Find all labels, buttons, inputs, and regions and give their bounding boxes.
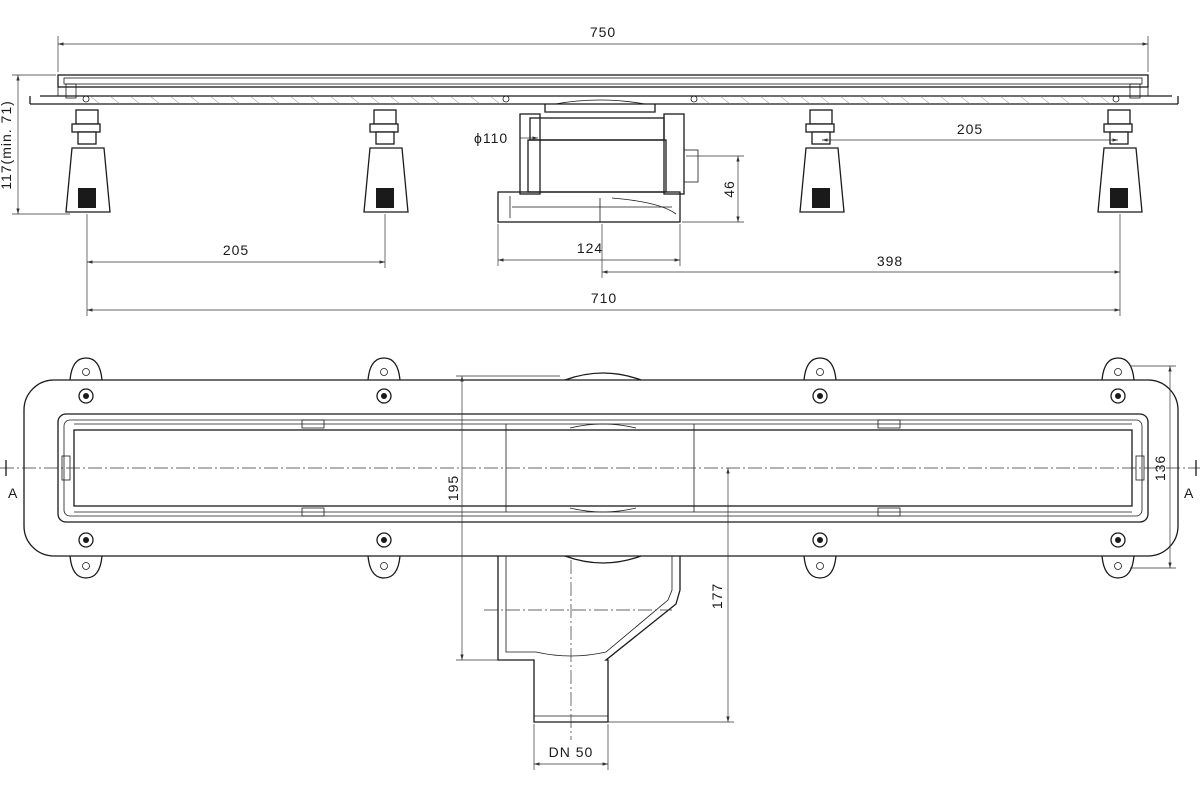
dim-outlet-diameter-label: ϕ110 [474, 130, 508, 146]
dim-foot-span-label: 710 [591, 290, 617, 306]
dim-outlet-depth: 177 [608, 468, 734, 723]
outlet-siphon [497, 99, 699, 223]
section-marker-left: A [5, 460, 18, 501]
dim-height-label: 117(min. 71) [0, 100, 14, 190]
dim-total-width: 195 [445, 375, 560, 661]
dim-outlet-pipe: DN 50 [533, 724, 609, 770]
dim-foot-span: 710 [87, 290, 1120, 312]
dim-outlet-depth-label: 177 [709, 583, 725, 609]
dim-overall-length: 750 [57, 24, 1149, 72]
section-marker-right: A [1184, 460, 1197, 501]
dim-outlet-diameter: ϕ110 [474, 130, 538, 146]
mounting-tab-8 [1101, 532, 1135, 579]
plan-view: A A 195 177 136 [0, 357, 1200, 770]
dim-foot-spacing-right-label: 205 [957, 121, 983, 137]
section-marker-left-label: A [8, 485, 18, 501]
dim-overall-length-label: 750 [590, 24, 616, 40]
dim-foot-spacing-left-label: 205 [223, 242, 249, 258]
dim-outlet-offset: 398 [601, 214, 1121, 316]
dim-outlet-height-label: 46 [721, 180, 737, 198]
mounting-tab-7 [803, 532, 837, 579]
mounting-tab-6 [367, 532, 401, 579]
mounting-tab-5 [69, 532, 103, 579]
mounting-tab-1 [69, 357, 103, 404]
foot-1 [65, 109, 111, 213]
foot-4 [1097, 109, 1143, 213]
dim-height: 117(min. 71) [0, 74, 70, 215]
foot-2 [363, 109, 409, 213]
section-marker-right-label: A [1184, 485, 1194, 501]
dim-foot-spacing-left: 205 [86, 214, 386, 316]
dim-outlet-width: 124 [497, 224, 681, 266]
mounting-tab-4 [1101, 357, 1135, 404]
dim-outlet-pipe-label: DN 50 [549, 744, 594, 760]
mounting-tab-2 [367, 357, 401, 404]
channel-profile [29, 74, 1179, 105]
dim-foot-spacing-right: 205 [822, 121, 1118, 142]
outlet-flange-bottom [564, 555, 642, 564]
dim-outlet-height: 46 [682, 155, 744, 223]
dim-outlet-width-label: 124 [577, 240, 603, 256]
mounting-tab-3 [803, 357, 837, 404]
dim-channel-width: 136 [1130, 365, 1176, 569]
dim-channel-width-label: 136 [1152, 455, 1168, 481]
outlet-flange-top [564, 372, 642, 381]
outlet-body-plan [484, 556, 681, 740]
side-view: 750 117(min. 71) ϕ110 46 205 [0, 24, 1179, 316]
foot-3 [799, 109, 845, 213]
dim-total-width-label: 195 [445, 475, 461, 501]
dim-outlet-offset-label: 398 [877, 253, 903, 269]
